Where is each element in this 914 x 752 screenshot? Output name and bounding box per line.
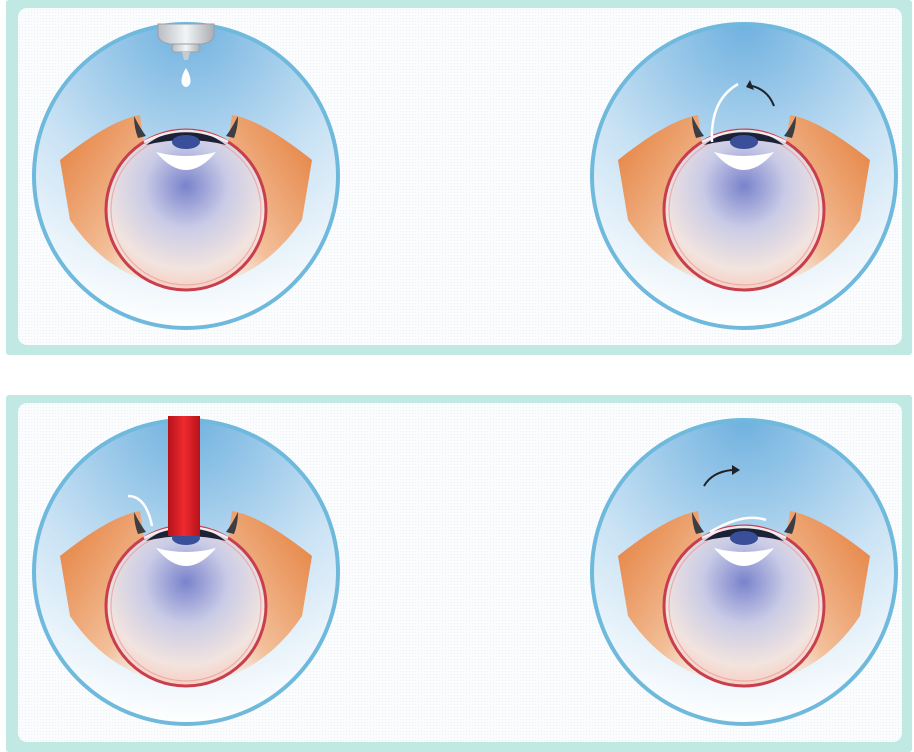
eye-step-flap-lifted [588, 20, 900, 332]
laser-beam-icon [168, 416, 200, 536]
eye-step-laser-reshaping [30, 416, 342, 728]
eye-step-anesthetic-drop [30, 20, 342, 332]
eye-step-flap-replaced [588, 416, 900, 728]
